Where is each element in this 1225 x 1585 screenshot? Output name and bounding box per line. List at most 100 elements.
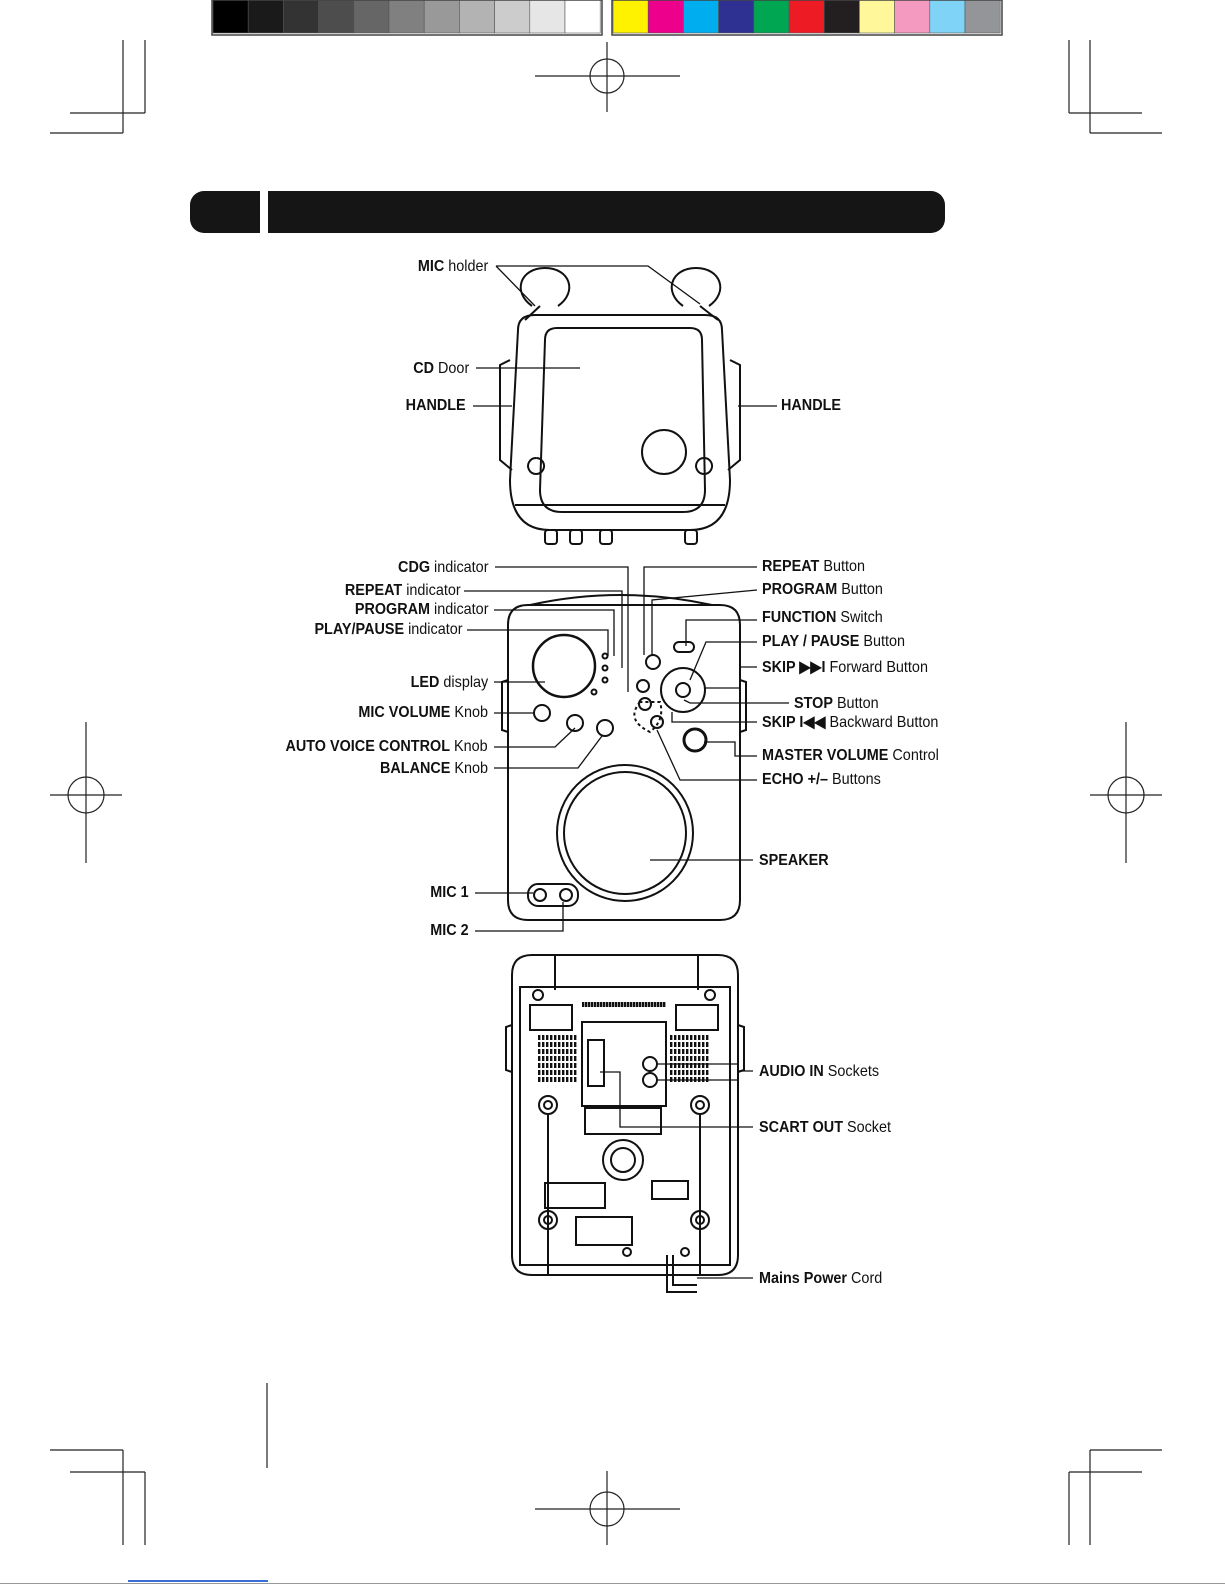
vent-slot (706, 1070, 709, 1075)
vent-slot (546, 1077, 549, 1082)
vent-slot (698, 1070, 701, 1075)
color-swatch (929, 0, 966, 34)
vent-slot (642, 1002, 645, 1007)
vent-slot (591, 1002, 594, 1007)
vent-slot (550, 1070, 553, 1075)
vent-slot (702, 1070, 705, 1075)
vent-slot (690, 1063, 693, 1068)
vent-slot (546, 1042, 549, 1047)
color-swatch (683, 0, 719, 34)
vent-slot (678, 1042, 681, 1047)
vent-slot (597, 1002, 600, 1007)
gray-swatch (564, 0, 601, 34)
label-master-volume-control: MASTER VOLUME Control (762, 747, 939, 764)
vent-slot (554, 1042, 557, 1047)
vent-slot (633, 1002, 636, 1007)
label-handle-left: HANDLE (405, 397, 466, 414)
vent-slot (690, 1035, 693, 1040)
label-led-display: LED display (410, 674, 488, 691)
color-swatch (788, 0, 825, 34)
vent-slot (682, 1063, 685, 1068)
vent-slot (570, 1070, 573, 1075)
gray-swatch (459, 0, 495, 34)
vent-slot (606, 1002, 609, 1007)
vent-slot (554, 1056, 557, 1061)
gray-swatch (318, 0, 355, 34)
label-playpause-indicator: PLAY/PAUSE indicator (314, 621, 463, 638)
section-number-tab (190, 191, 260, 233)
vent-slot (694, 1070, 697, 1075)
vent-slot (698, 1049, 701, 1054)
label-program-button: PROGRAM Button (762, 581, 883, 598)
vent-slot (694, 1063, 697, 1068)
gray-swatch (212, 0, 249, 34)
vent-slot (702, 1049, 705, 1054)
label-playpause-button: PLAY / PAUSE Button (762, 633, 906, 650)
vent-slot (674, 1035, 677, 1040)
vent-slot (698, 1042, 701, 1047)
vent-slot (546, 1056, 549, 1061)
vent-slot (550, 1035, 553, 1040)
print-color-bar (211, 0, 1003, 36)
vent-slot (566, 1077, 569, 1082)
vent-slot (686, 1070, 689, 1075)
vent-slot (562, 1070, 565, 1075)
vent-slot (706, 1035, 709, 1040)
vent-slot (562, 1077, 565, 1082)
vent-slot (538, 1077, 541, 1082)
vent-slot (570, 1049, 573, 1054)
vent-slot (574, 1049, 577, 1054)
vent-slot (682, 1042, 685, 1047)
vent-slot (558, 1042, 561, 1047)
vent-slot (574, 1063, 577, 1068)
vent-slot (538, 1042, 541, 1047)
vent-slot (670, 1035, 673, 1040)
vent-slot (674, 1056, 677, 1061)
vent-slot (660, 1002, 663, 1007)
vent-slot (558, 1070, 561, 1075)
vent-slot (706, 1042, 709, 1047)
gray-swatch (529, 0, 566, 34)
vent-slot (546, 1035, 549, 1040)
vent-slot (566, 1056, 569, 1061)
vent-slot (678, 1035, 681, 1040)
vent-slot (678, 1070, 681, 1075)
vent-slot (686, 1042, 689, 1047)
vent-slot (615, 1002, 618, 1007)
vent-slot (566, 1063, 569, 1068)
vent-slot (570, 1035, 573, 1040)
vent-slot (706, 1063, 709, 1068)
label-program-indicator: PROGRAM indicator (354, 601, 488, 618)
vent-slot (546, 1049, 549, 1054)
vent-slot (558, 1035, 561, 1040)
vent-slot (690, 1056, 693, 1061)
vent-slot (674, 1042, 677, 1047)
vent-slot (574, 1042, 577, 1047)
vent-slot (542, 1049, 545, 1054)
color-swatch (964, 0, 1001, 34)
vent-slot (618, 1002, 621, 1007)
vent-slot (678, 1056, 681, 1061)
vent-slot (582, 1002, 585, 1007)
vent-slot (554, 1077, 557, 1082)
label-mic1: MIC 1 (430, 884, 469, 901)
vent-slot (574, 1070, 577, 1075)
vent-slot (566, 1035, 569, 1040)
label-echo-buttons: ECHO +/– Buttons (762, 771, 881, 788)
section-title-bar (268, 191, 945, 233)
vent-slot (542, 1070, 545, 1075)
label-skip-forward-button: SKIP ▶▶I Forward Button (762, 659, 928, 676)
vent-slot (538, 1035, 541, 1040)
vent-slot (694, 1056, 697, 1061)
vent-slot (627, 1002, 630, 1007)
label-mic-volume-knob: MIC VOLUME Knob (358, 704, 488, 721)
vent-slot (612, 1002, 615, 1007)
vent-slot (558, 1077, 561, 1082)
vent-slot (670, 1049, 673, 1054)
vent-slot (542, 1035, 545, 1040)
vent-slot (538, 1049, 541, 1054)
vent-slot (621, 1002, 624, 1007)
vent-slot (702, 1042, 705, 1047)
